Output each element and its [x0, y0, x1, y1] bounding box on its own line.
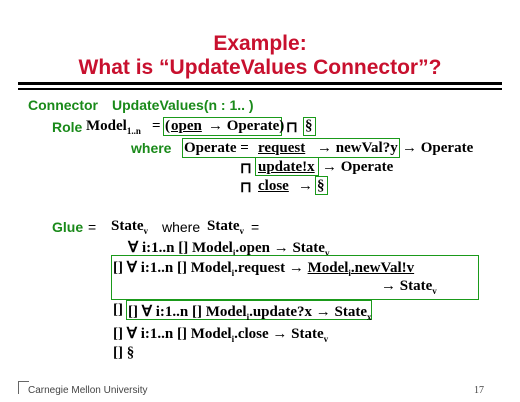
open-operate-box [163, 117, 282, 136]
glue-line-request-state: → Statev [381, 278, 437, 296]
close-tick: § [317, 178, 325, 194]
glue-equals-2: = [251, 219, 260, 235]
role-equals: = [152, 118, 161, 134]
glue-line-close: [] ∀ i:1..n [] Modeli.close → Statev [113, 326, 329, 344]
choice-operator-3: ⊓ [240, 180, 252, 196]
title-divider-thick [18, 82, 502, 85]
update-to-operate: → Operate [322, 159, 394, 175]
glue-update-open-bracket: [] [113, 302, 123, 318]
where-keyword: where [131, 140, 172, 156]
title-divider-thin [18, 88, 502, 90]
operate-equals: Operate = [184, 140, 249, 156]
tick-symbol: § [305, 118, 313, 134]
update-clause-box [126, 300, 372, 320]
glue-keyword: Glue [52, 219, 84, 235]
slide-title-line1: Example: [213, 32, 307, 55]
cmu-logo-mark [18, 381, 29, 394]
newval-event: → newVal?y [317, 140, 398, 156]
slide-title-line2: What is “UpdateValues Connector”? [78, 56, 442, 79]
tick-box [303, 117, 316, 136]
glue-line-open: ∀ i:1..n [] Modeli.open → Statev [128, 240, 330, 258]
glue-line-tick: [] § [113, 345, 135, 361]
choice-operator-2: ⊓ [240, 161, 252, 177]
footer-institution: Carnegie Mellon University [28, 385, 148, 396]
role-keyword: Role [52, 119, 83, 135]
open-paren: ( [165, 118, 170, 134]
open-event: open [171, 118, 202, 134]
close-arrow: → [298, 178, 313, 194]
choice-operator: ⊓ [286, 120, 298, 136]
to-operate: → Operate [402, 140, 474, 156]
page-number: 17 [474, 385, 484, 396]
glue-state: Statev [111, 218, 148, 236]
close-event: close [258, 178, 289, 194]
close-tick-box [315, 176, 328, 195]
connector-keyword: Connector [28, 97, 98, 113]
request-event: request [258, 140, 306, 156]
glue-line-update: [] ∀ i:1..n [] Modeli.update?x → Statex [128, 304, 372, 322]
glue-line-request: [] ∀ i:1..n [] Modeli.request → Modeli.n… [113, 260, 415, 278]
update-event: update!x [258, 159, 315, 175]
request-clause-box [111, 255, 479, 300]
glue-equals: = [88, 219, 97, 235]
glue-where: where [162, 219, 201, 235]
arrow-operate: → Operate) [208, 118, 285, 134]
role-name: Model1..n [86, 118, 141, 136]
connector-name: UpdateValues(n : 1.. ) [112, 97, 254, 113]
glue-state-2: Statev [207, 218, 244, 236]
update-box [255, 157, 319, 176]
